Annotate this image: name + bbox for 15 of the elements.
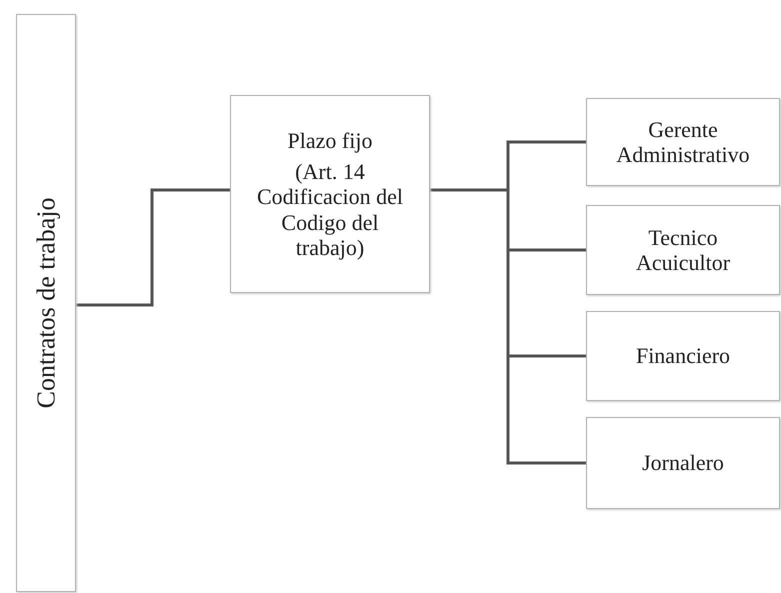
org-box — [586, 311, 780, 401]
org-box — [586, 98, 780, 186]
category-box — [16, 14, 76, 592]
box-title: Plazo fijo — [286, 128, 374, 154]
box-title: Contratos de trabajo — [31, 198, 61, 408]
connector-line — [76, 188, 230, 306]
box-title: Tecnico Acuicultor — [634, 224, 732, 276]
connector-line — [430, 188, 586, 464]
box-title: Financiero — [634, 343, 732, 369]
org-box — [230, 95, 430, 293]
box-title: Gerente Administrativo — [615, 116, 751, 168]
org-box — [586, 417, 780, 509]
org-box — [586, 205, 780, 295]
box-title: Jornalero — [641, 450, 725, 476]
box-note: (Art. 14 Codificacion del Codigo del trabajo) — [256, 159, 404, 260]
